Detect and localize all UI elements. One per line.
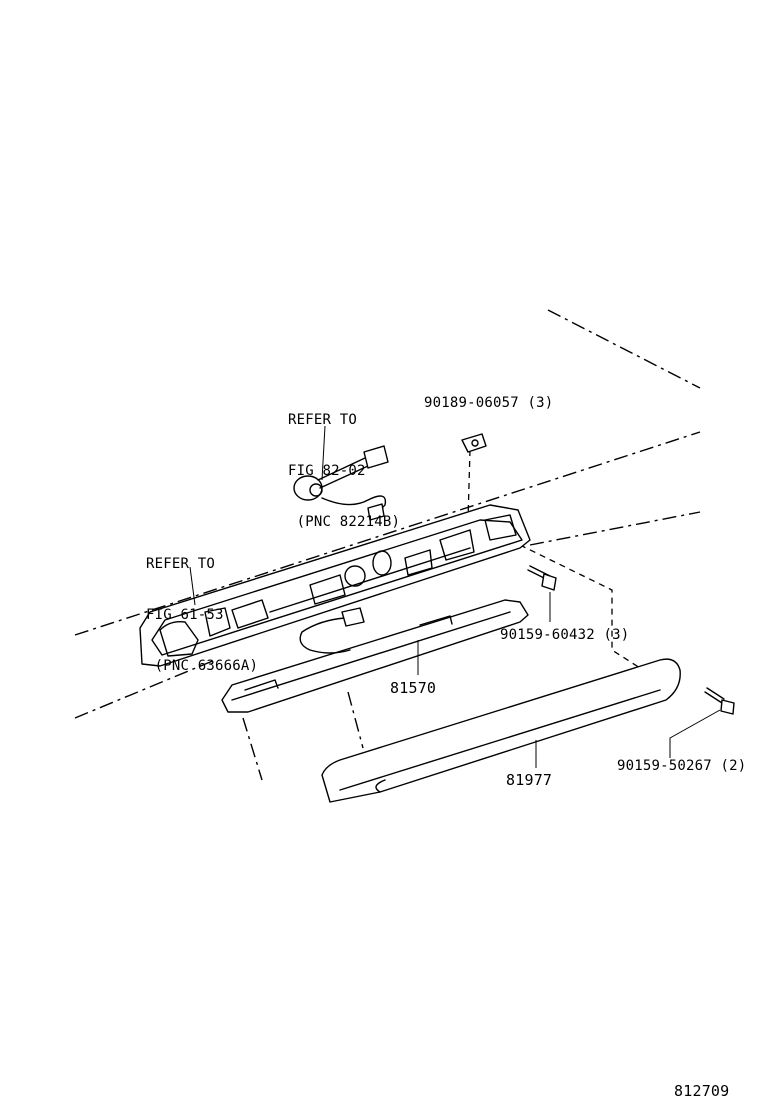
- leader-refer-82: [321, 425, 326, 481]
- body-outline-right: [529, 511, 701, 546]
- part-number-screw-2: 90159-50267 (2): [617, 758, 747, 774]
- refer-82-line-3: (PNC 82214B): [288, 514, 401, 530]
- bulb-socket-harness: [293, 445, 389, 521]
- body-outline-lower: [74, 659, 216, 719]
- refer-61-line-3: (PNC 63666A): [146, 658, 259, 674]
- high-mount-stop-lamp: [221, 599, 529, 713]
- nut-leader: [467, 449, 471, 521]
- part-number-cover: 81977: [506, 771, 553, 789]
- part-number-lamp: 81570: [390, 679, 437, 697]
- lamp-housing: [139, 504, 531, 667]
- refer-fig-61-callout: REFER TO FIG 61-53 (PNC 63666A): [146, 522, 258, 692]
- part-number-screw-1: 90159-60432 (3): [500, 627, 630, 643]
- refer-61-line-1: REFER TO: [146, 556, 216, 572]
- body-outline-upper: [74, 431, 701, 636]
- refer-61-line-2: FIG 61-53: [146, 607, 224, 623]
- lamp-wire: [299, 607, 365, 654]
- screw-part-2: [704, 687, 735, 715]
- body-outline-left-down: [242, 717, 263, 781]
- nut-part: [461, 433, 487, 453]
- lamp-to-cover-leader: [519, 544, 641, 669]
- part-number-nut: 90189-06057 (3): [424, 395, 554, 411]
- figure-number: 812709: [674, 1082, 730, 1100]
- leader-screw-2: [669, 709, 721, 758]
- refer-82-line-2: FIG 82-02: [288, 463, 366, 479]
- leader-refer-61: [189, 566, 196, 606]
- refer-fig-82-callout: REFER TO FIG 82-02 (PNC 82214B): [288, 378, 400, 548]
- screw-part-1: [527, 565, 557, 591]
- body-outline-top: [547, 309, 701, 389]
- body-outline-mid-down: [347, 691, 364, 749]
- refer-82-line-1: REFER TO: [288, 412, 358, 428]
- lamp-cover: [321, 658, 681, 803]
